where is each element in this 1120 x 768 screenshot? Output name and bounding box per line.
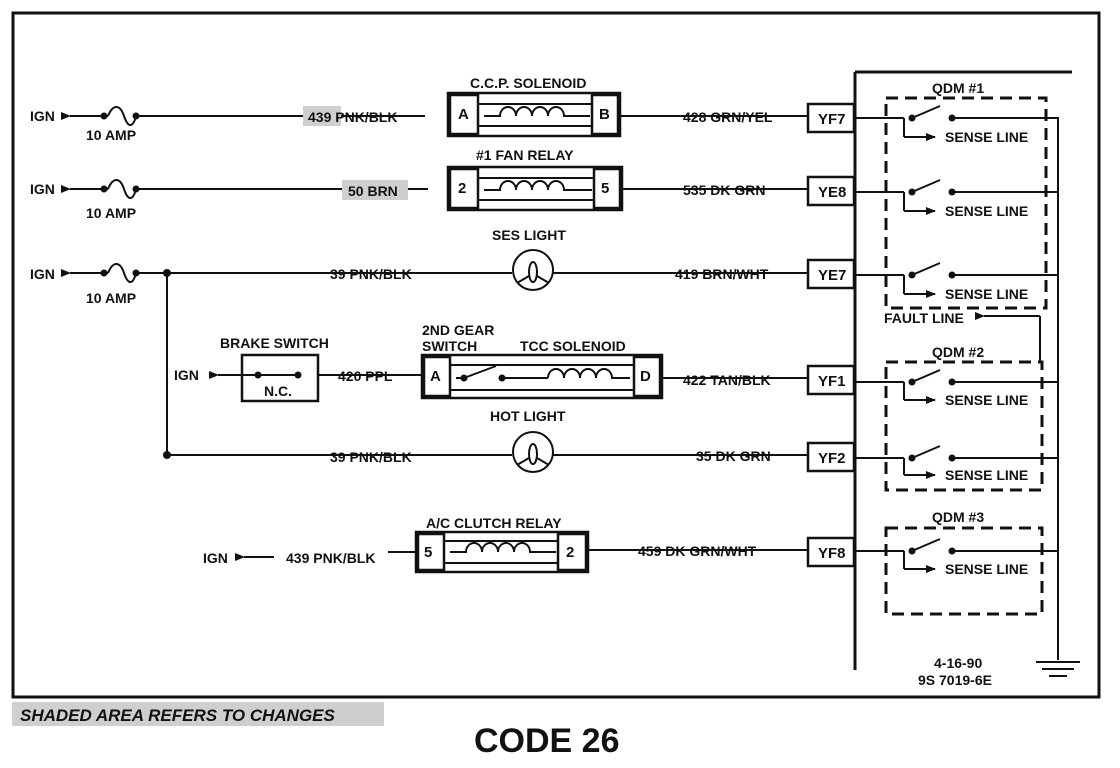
svg-text:419 BRN/WHT: 419 BRN/WHT [675, 266, 769, 282]
svg-text:IGN: IGN [203, 550, 228, 566]
svg-text:SENSE LINE: SENSE LINE [945, 392, 1028, 408]
svg-text:YF2: YF2 [818, 450, 846, 467]
svg-text:A: A [458, 106, 469, 123]
qdm-3-box [884, 526, 1044, 616]
ground-symbol [1036, 661, 1080, 677]
svg-text:35 DK GRN: 35 DK GRN [696, 448, 771, 464]
qdm-switch-yf1: SENSE LINE [854, 369, 1058, 408]
row-hot-light: 39 PNK/BLK HOT LIGHT 35 DK GRN YF2 [163, 408, 856, 473]
svg-text:SWITCH: SWITCH [422, 338, 477, 354]
tcc-solenoid-box [420, 353, 664, 400]
svg-text:2: 2 [458, 180, 466, 197]
doc-number: 9S 7019-6E [918, 672, 992, 688]
svg-text:5: 5 [424, 544, 432, 561]
svg-text:428 GRN/YEL: 428 GRN/YEL [683, 109, 773, 125]
qdm-2-box [884, 360, 1044, 492]
footnote-text: SHADED AREA REFERS TO CHANGES [20, 706, 336, 725]
fan-relay-label: #1 FAN RELAY [476, 147, 574, 163]
diagram-border [11, 11, 1101, 699]
svg-text:2: 2 [566, 544, 574, 561]
svg-text:A: A [430, 368, 441, 385]
svg-text:IGN: IGN [30, 266, 55, 282]
svg-text:39 PNK/BLK: 39 PNK/BLK [330, 266, 412, 282]
qdm-switch-ye7: SENSE LINE [854, 262, 1058, 302]
svg-text:439 PNK/BLK: 439 PNK/BLK [286, 550, 375, 566]
terminal-ye8 [806, 175, 856, 207]
qdm-switch-yf7: SENSE LINE [854, 105, 1058, 145]
svg-text:10 AMP: 10 AMP [86, 205, 136, 221]
svg-text:IGN: IGN [174, 367, 199, 383]
row-tcc-solenoid: BRAKE SWITCH IGN N.C. 420 PPL 2ND GEAR S… [174, 322, 856, 403]
svg-text:SENSE LINE: SENSE LINE [945, 561, 1028, 577]
svg-text:420 PPL: 420 PPL [338, 368, 393, 384]
svg-text:10 AMP: 10 AMP [86, 290, 136, 306]
svg-text:535 DK GRN: 535 DK GRN [683, 182, 765, 198]
qdm-3-label: QDM #3 [932, 509, 984, 525]
svg-text:YE7: YE7 [818, 267, 846, 284]
row-fan-relay: IGN 10 AMP 50 BRN #1 FAN RELAY 2 5 535 D… [30, 147, 856, 221]
svg-text:39 PNK/BLK: 39 PNK/BLK [330, 449, 412, 465]
svg-text:YF7: YF7 [818, 111, 846, 128]
svg-text:459 DK GRN/WHT: 459 DK GRN/WHT [638, 543, 757, 559]
ses-light-bulb [512, 249, 554, 291]
svg-text:SENSE LINE: SENSE LINE [945, 286, 1028, 302]
svg-text:YF8: YF8 [818, 545, 846, 562]
svg-text:50 BRN: 50 BRN [348, 183, 398, 199]
qdm-1-label: QDM #1 [932, 80, 984, 96]
ses-light-label: SES LIGHT [492, 227, 566, 243]
svg-text:439 PNK/BLK: 439 PNK/BLK [308, 109, 397, 125]
code-title: CODE 26 [474, 722, 620, 760]
tcc-solenoid-label: TCC SOLENOID [520, 338, 626, 354]
svg-text:IGN: IGN [30, 181, 55, 197]
doc-date: 4-16-90 [934, 655, 982, 671]
svg-text:B: B [599, 106, 610, 123]
qdm-1-box [884, 96, 1048, 310]
brake-switch-box [240, 353, 320, 403]
terminal-yf2 [806, 441, 856, 473]
svg-text:YE8: YE8 [818, 184, 846, 201]
svg-text:YF1: YF1 [818, 373, 846, 390]
hot-light-label: HOT LIGHT [490, 408, 566, 424]
terminal-yf1 [806, 364, 856, 396]
svg-text:N.C.: N.C. [264, 383, 292, 399]
svg-text:SENSE LINE: SENSE LINE [945, 467, 1028, 483]
terminal-ye7 [806, 258, 856, 290]
row-ses-light: IGN 10 AMP 39 PNK/BLK SES LIGHT 419 BRN/… [30, 227, 856, 306]
svg-text:5: 5 [601, 180, 609, 197]
svg-text:SENSE LINE: SENSE LINE [945, 203, 1028, 219]
svg-text:422 TAN/BLK: 422 TAN/BLK [683, 372, 771, 388]
qdm-2-label: QDM #2 [932, 344, 984, 360]
qdm-switch-yf2: SENSE LINE [854, 445, 1058, 483]
hot-light-bulb [512, 431, 554, 473]
row-ac-clutch-relay: IGN 439 PNK/BLK A/C CLUTCH RELAY 5 2 459… [203, 515, 856, 574]
ign-label: IGN [30, 108, 55, 124]
ac-clutch-relay-label: A/C CLUTCH RELAY [426, 515, 562, 531]
fault-line-label: FAULT LINE [884, 310, 964, 326]
footnote-shade [12, 702, 384, 726]
row-ccp-solenoid: IGN 10 AMP 439 PNK/BLK C.C.P. SOLENOID A… [30, 75, 856, 143]
gear-switch-label: 2ND GEAR [422, 322, 494, 338]
ccp-solenoid-label: C.C.P. SOLENOID [470, 75, 586, 91]
sense-line-label: SENSE LINE [945, 129, 1028, 145]
qdm-switch-ye8: SENSE LINE [854, 179, 1058, 219]
fuse-label: 10 AMP [86, 127, 136, 143]
svg-text:D: D [640, 368, 651, 385]
qdm-switch-yf8: SENSE LINE [854, 538, 1058, 577]
brake-switch-label: BRAKE SWITCH [220, 335, 329, 351]
